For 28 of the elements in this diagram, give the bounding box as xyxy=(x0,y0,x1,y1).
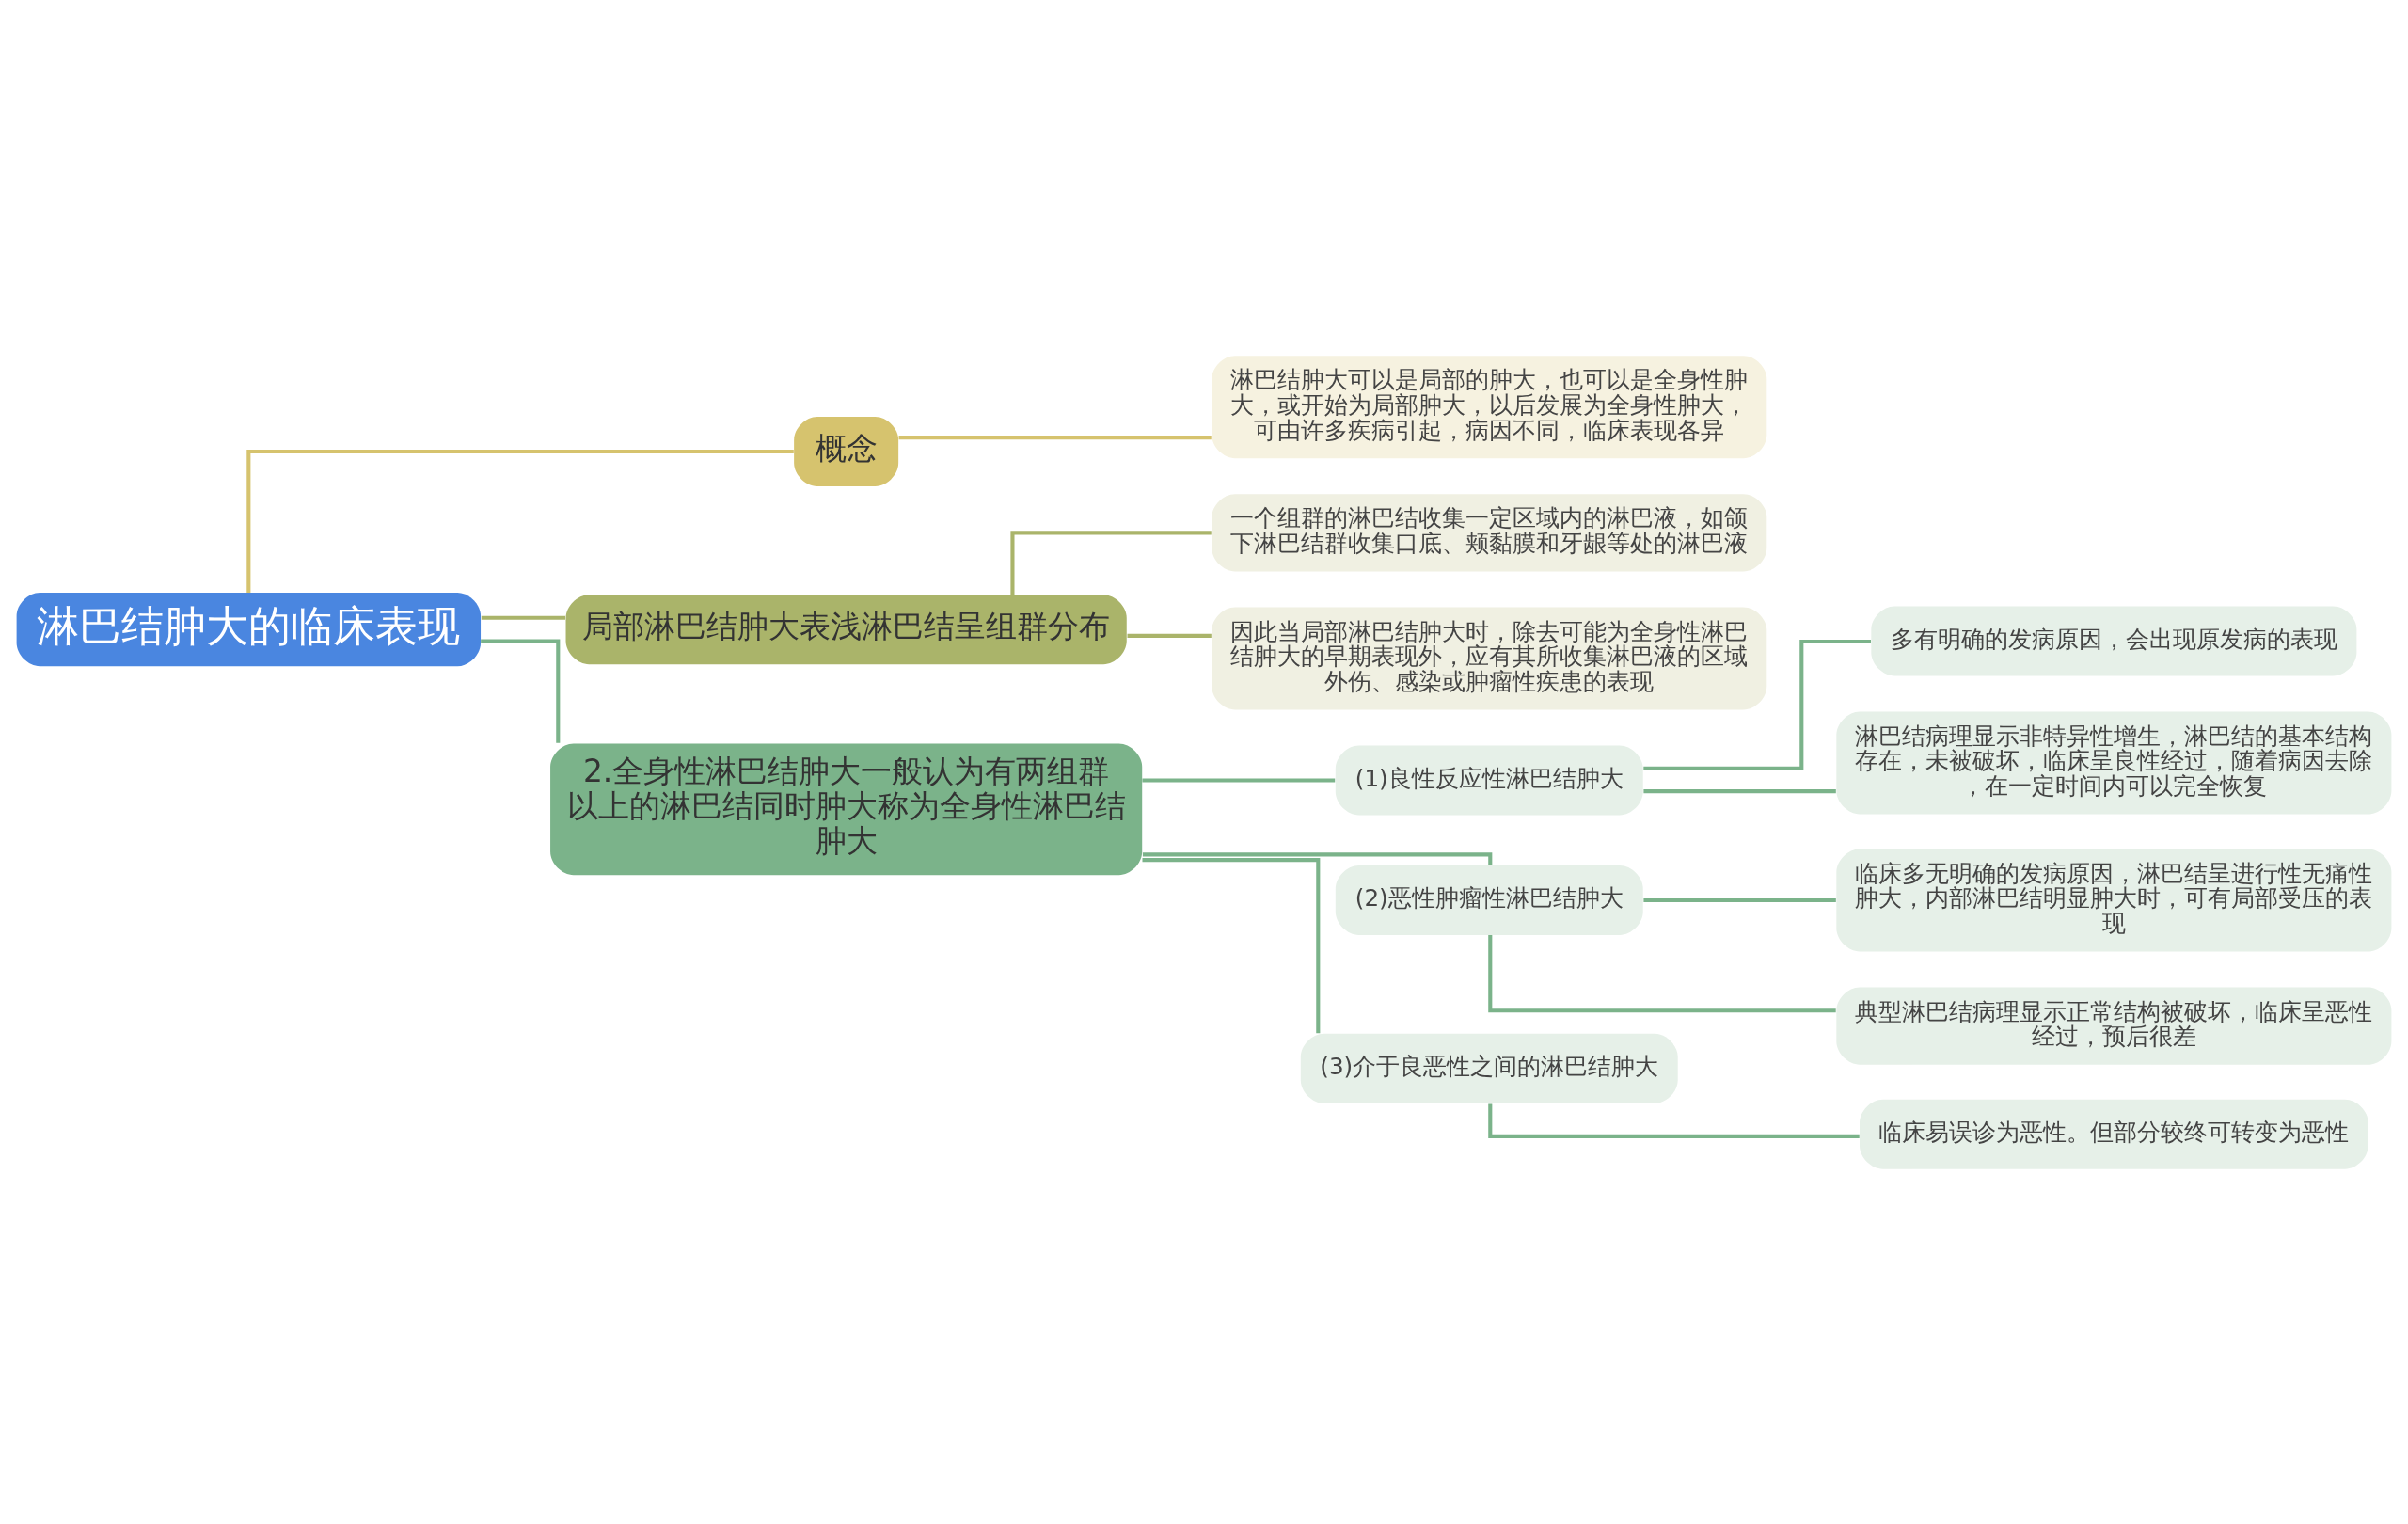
node-box: 局部淋巴结肿大表浅淋巴结呈组群分布 xyxy=(565,594,1127,664)
connector xyxy=(481,615,565,620)
connector xyxy=(1142,851,1493,865)
connector xyxy=(1127,633,1212,638)
connector xyxy=(1643,897,1836,902)
node-box: 多有明确的发病原因，会出现原发病的表现 xyxy=(1871,606,2357,675)
connector xyxy=(246,449,794,593)
node-box: (3)介于良恶性之间的淋巴结肿大 xyxy=(1300,1033,1678,1103)
node-box: 一个组群的淋巴结收集一定区域内的淋巴液，如颌下淋巴结群收集口底、颊黏膜和牙龈等处的淋巴液 xyxy=(1212,493,1767,571)
connector xyxy=(898,435,1212,439)
node-box: (1)良性反应性淋巴结肿大 xyxy=(1335,745,1643,816)
node-box: 概念 xyxy=(794,416,899,486)
connector xyxy=(1488,934,1836,1012)
connector xyxy=(1142,857,1321,1033)
connector xyxy=(1643,788,1836,793)
node-box: 淋巴结肿大可以是局部的肿大，也可以是全身性肿大，或开始为局部肿大，以后发展为全身性肿大，可由许多疾病引起，病因不同，临床表现各异 xyxy=(1212,355,1767,458)
node-box: 因此当局部淋巴结肿大时，除去可能为全身性淋巴结肿大的早期表现外，应有其所收集淋巴液的区域外伤、感染或肿瘤性疾患的表现 xyxy=(1212,607,1767,709)
connector xyxy=(1010,530,1212,595)
node-box: 淋巴结肿大的临床表现 xyxy=(16,592,482,666)
node-box: 典型淋巴结病理显示正常结构被破坏，临床呈恶性经过，预后很差 xyxy=(1836,987,2392,1065)
node-box: (2)恶性肿瘤性淋巴结肿大 xyxy=(1335,865,1643,935)
node-box: 淋巴结病理显示非特异性增生，淋巴结的基本结构存在，未被破坏，临床呈良性经过，随着病因去除，在一定时间内可以完全恢复 xyxy=(1836,711,2392,814)
node-box: 临床多无明确的发病原因，淋巴结呈进行性无痛性肿大，内部淋巴结明显肿大时，可有局部受压的表现 xyxy=(1836,849,2392,951)
node-box: 2.全身性淋巴结肿大一般认为有两组群以上的淋巴结同时肿大称为全身性淋巴结肿大 xyxy=(550,742,1143,875)
connector xyxy=(1142,777,1336,783)
node-box: 临床易误诊为恶性。但部分较终可转变为恶性 xyxy=(1860,1099,2368,1169)
connector xyxy=(481,638,561,743)
connector xyxy=(1643,639,1871,770)
